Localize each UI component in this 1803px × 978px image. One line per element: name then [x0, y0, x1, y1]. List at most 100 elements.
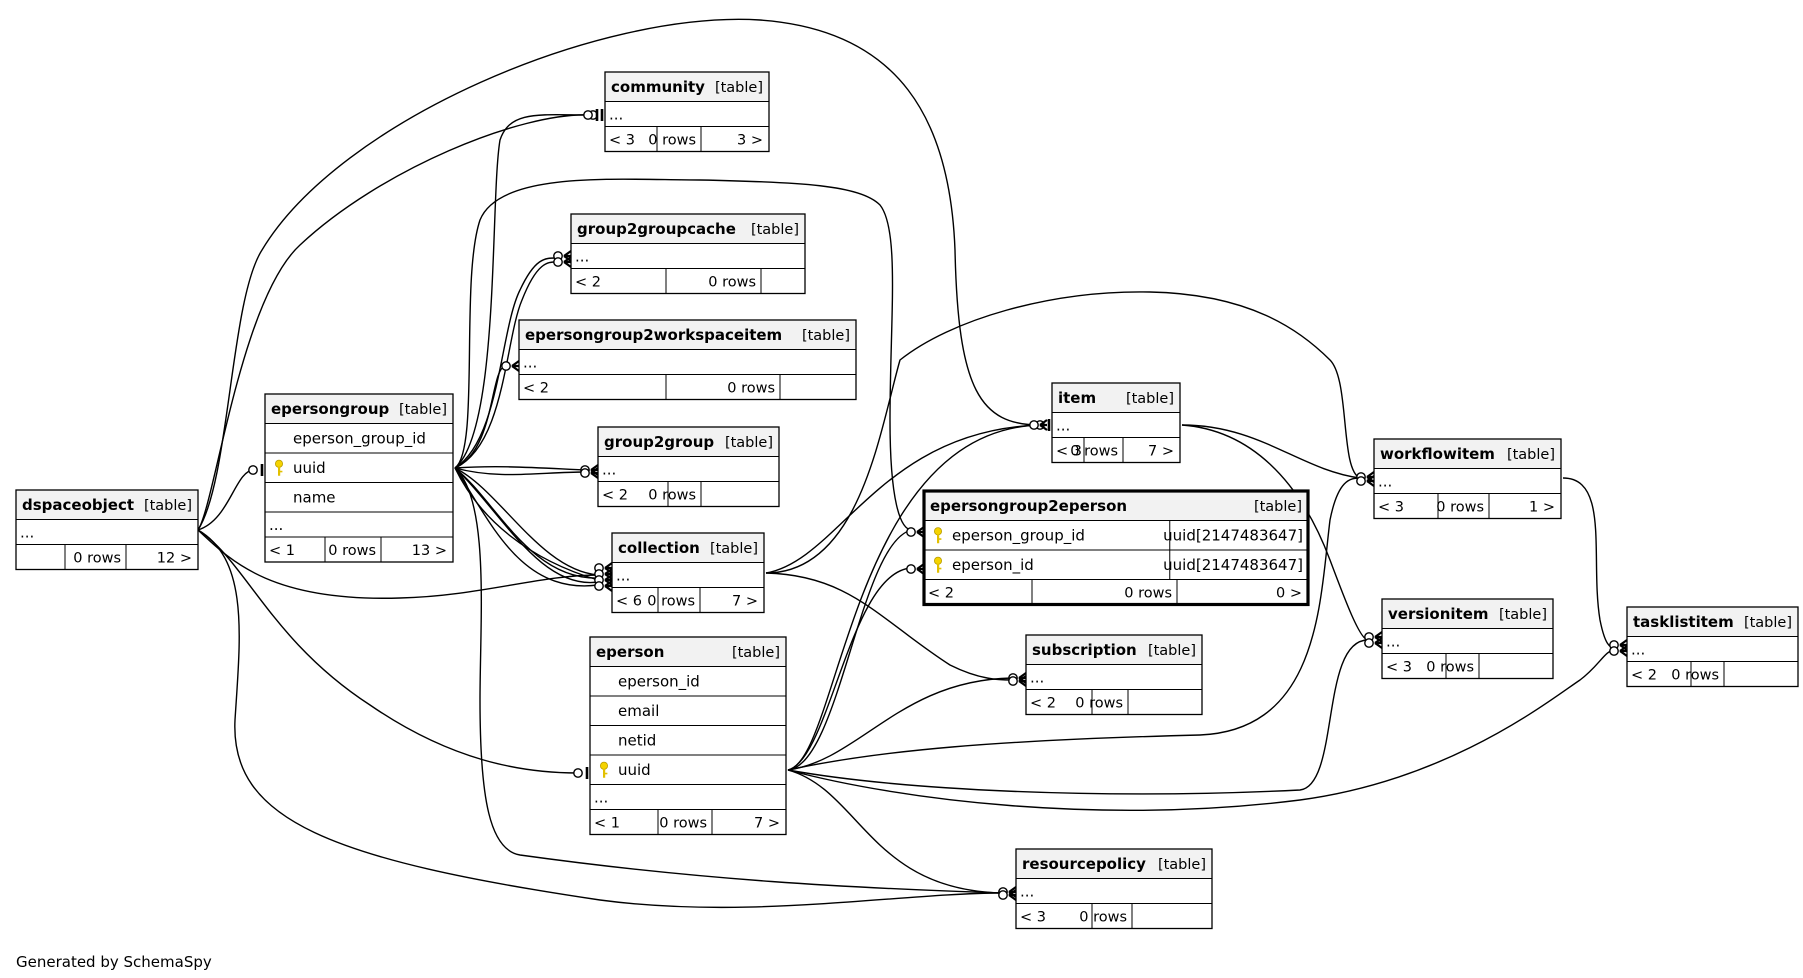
table-header	[570, 213, 806, 244]
parents-link[interactable]: < 2	[1030, 696, 1056, 712]
table-epersongroup2eperson[interactable]: epersongroup2eperson[table]eperson_group…	[922, 489, 1310, 607]
relationship-line	[1181, 424, 1369, 641]
table-epersongroup[interactable]: epersongroup[table]eperson_group_iduuidn…	[264, 393, 454, 563]
table-name: dspaceobject	[22, 496, 134, 514]
children-link[interactable]: 13 >	[412, 543, 447, 559]
row-count: 0 rows	[1075, 696, 1123, 712]
many-marker	[501, 360, 520, 372]
many-marker	[1029, 419, 1048, 431]
parents-link[interactable]: < 3	[1056, 444, 1082, 460]
table-border	[570, 213, 806, 295]
table-name: versionitem	[1388, 605, 1489, 623]
parents-link[interactable]: < 3	[609, 133, 635, 149]
row-count: 0 rows	[659, 816, 707, 832]
more-columns: ...	[523, 354, 537, 372]
relationship-line	[197, 529, 1003, 909]
column-name: email	[618, 702, 659, 720]
children-link[interactable]: 1 >	[1529, 500, 1555, 516]
column-type: uuid[2147483647]	[1163, 556, 1303, 574]
more-columns-row	[1025, 664, 1203, 690]
table-name: collection	[618, 539, 700, 557]
table-header	[264, 393, 454, 424]
table-type-label: [table]	[1126, 391, 1174, 407]
relationship-line	[454, 257, 557, 469]
many-marker	[906, 563, 925, 575]
table-type-label: [table]	[710, 541, 758, 557]
many-marker	[998, 889, 1017, 901]
more-columns: ...	[1056, 417, 1070, 435]
children-link[interactable]: 0 >	[1276, 586, 1302, 602]
table-name: tasklistitem	[1633, 613, 1734, 631]
children-link[interactable]: 7 >	[732, 594, 758, 610]
more-columns: ...	[1631, 641, 1645, 659]
parents-link[interactable]: < 2	[928, 586, 954, 602]
table-eperson[interactable]: eperson[table]eperson_idemailnetiduuid..…	[589, 636, 787, 836]
table-border	[589, 636, 787, 836]
children-link[interactable]: 7 >	[754, 816, 780, 832]
table-type-label: [table]	[399, 402, 447, 418]
many-marker	[1609, 645, 1628, 657]
parents-link[interactable]: < 6	[616, 594, 642, 610]
table-header	[597, 426, 780, 457]
parents-link[interactable]: < 3	[1386, 660, 1412, 676]
column-name: uuid	[293, 459, 326, 477]
relationship-line	[787, 769, 1003, 894]
relationship-edges	[197, 18, 1616, 909]
table-footer-row	[264, 536, 454, 563]
relationship-line	[454, 113, 591, 469]
children-link[interactable]: 12 >	[157, 551, 192, 567]
parents-link[interactable]: < 1	[594, 816, 620, 832]
more-columns: ...	[1386, 633, 1400, 651]
more-columns: ...	[594, 789, 608, 807]
parents-link[interactable]: < 2	[602, 488, 628, 504]
parents-link[interactable]: < 3	[1378, 500, 1404, 516]
relationship-line	[454, 178, 913, 531]
relationship-line	[454, 467, 586, 476]
primary-key-icon	[934, 527, 943, 544]
table-border	[1051, 382, 1181, 464]
parents-link[interactable]: < 2	[1631, 668, 1657, 684]
parents-link[interactable]: < 2	[575, 275, 601, 291]
relationship-line	[787, 677, 1013, 771]
parents-link[interactable]: < 2	[523, 381, 549, 397]
table-footer-row	[604, 126, 770, 152]
many-marker	[1356, 475, 1375, 487]
column-name: eperson_id	[952, 556, 1034, 575]
many-marker	[1364, 637, 1383, 649]
relationship-line	[765, 424, 1041, 574]
more-columns-row	[15, 519, 199, 545]
one-marker	[248, 464, 264, 476]
parents-link[interactable]: < 1	[269, 543, 295, 559]
table-header	[604, 71, 770, 102]
more-columns-row	[264, 511, 454, 538]
more-columns-row	[1373, 468, 1562, 494]
column-name: eperson_id	[618, 673, 700, 692]
table-type-label: [table]	[802, 328, 850, 344]
relationship-line	[454, 467, 599, 579]
table-type-label: [table]	[1507, 447, 1555, 463]
more-columns-row	[589, 784, 787, 810]
more-columns: ...	[1030, 669, 1044, 687]
table-border	[1025, 634, 1203, 716]
parents-link[interactable]: < 3	[1020, 910, 1046, 926]
one-marker	[573, 767, 589, 779]
table-type-label: [table]	[1254, 499, 1302, 515]
relationship-line	[787, 477, 1361, 771]
children-link[interactable]: 3 >	[737, 133, 763, 149]
relationship-line	[787, 529, 913, 771]
children-link[interactable]: 7 >	[1148, 444, 1174, 460]
more-columns-row	[570, 243, 806, 269]
table-footer-row	[518, 374, 857, 400]
